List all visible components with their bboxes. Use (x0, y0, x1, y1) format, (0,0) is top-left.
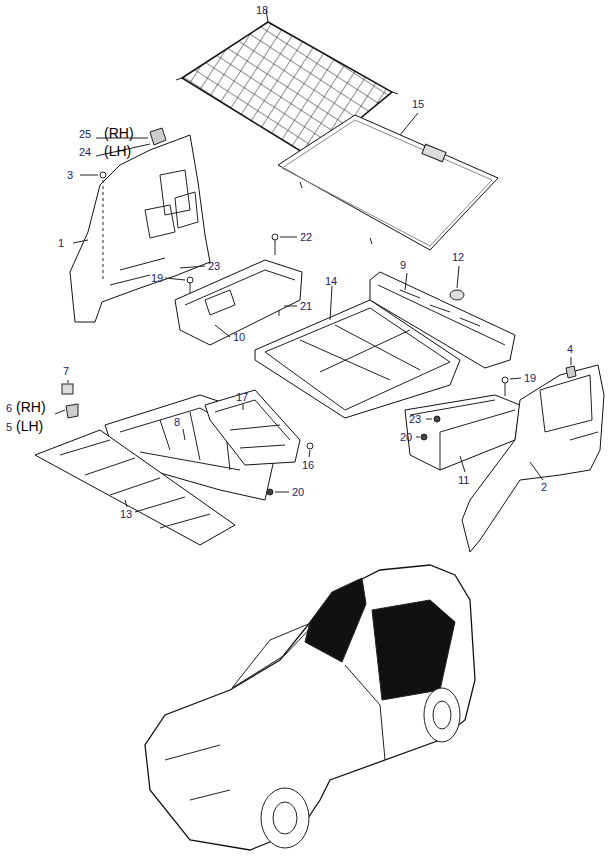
callout-number: 16 (302, 459, 314, 471)
callout-number: 6 (6, 402, 12, 414)
callout-number: 25 (79, 128, 91, 140)
callout-number: 2 (541, 481, 547, 493)
callout-number: 21 (300, 300, 312, 312)
side-marker: (RH) (104, 126, 134, 141)
callout-number: 22 (300, 231, 312, 243)
side-marker: (RH) (16, 400, 46, 415)
callout-number: 23 (409, 413, 421, 425)
callout-number: 7 (63, 365, 69, 377)
callout-number: 8 (174, 416, 180, 428)
callout-number: 9 (400, 259, 406, 271)
callout-number: 19 (524, 372, 536, 384)
side-marker: (LH) (104, 144, 131, 159)
callout-number: 19 (151, 272, 163, 284)
callout-number: 23 (208, 260, 220, 272)
callout-number: 1 (58, 237, 64, 249)
callout-number: 17 (236, 391, 248, 403)
callout-number: 24 (79, 146, 91, 158)
callout-number: 20 (400, 431, 412, 443)
callout-number: 4 (567, 343, 573, 355)
callout-number: 18 (256, 4, 268, 16)
callout-number: 14 (325, 275, 337, 287)
callout-number: 10 (233, 331, 245, 343)
callout-number: 13 (120, 508, 132, 520)
callout-number: 12 (452, 251, 464, 263)
callout-number: 5 (6, 421, 12, 433)
callout-number: 20 (292, 486, 304, 498)
callout-number: 11 (458, 474, 469, 486)
callout-number: 3 (67, 169, 73, 181)
callout-number: 15 (412, 98, 424, 110)
side-marker: (LH) (16, 419, 43, 434)
